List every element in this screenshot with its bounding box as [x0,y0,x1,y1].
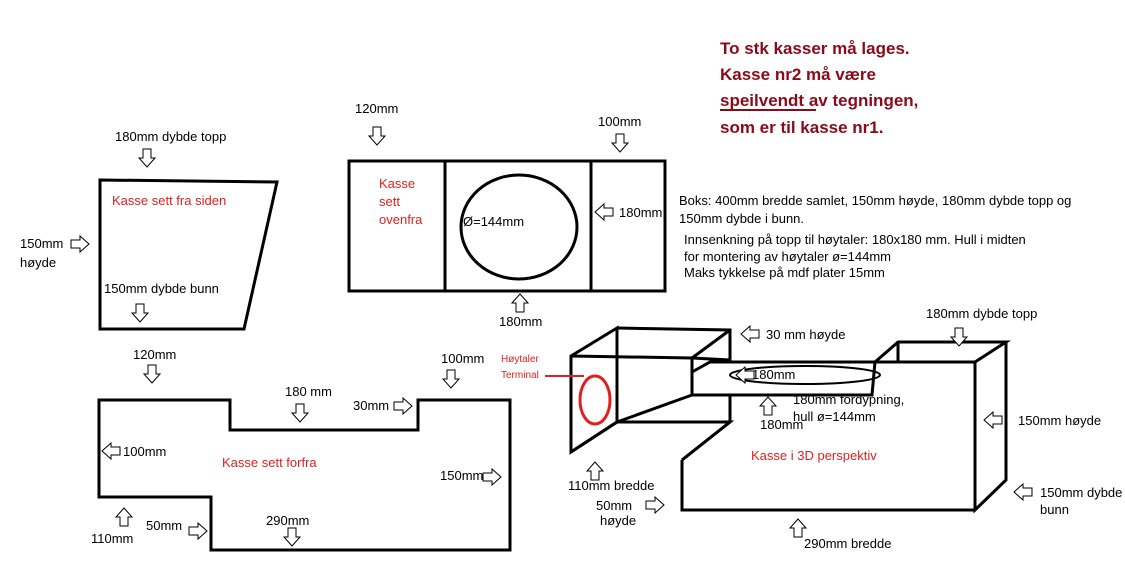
arrow-down-icon [442,369,460,389]
persp-left-top [616,326,732,372]
persp-right-side [973,342,1008,514]
hole-diameter-label: Ø=144mm [463,214,524,229]
persp-recess-label: 180mm [752,367,795,382]
top-view: Kasse sett ovenfra Ø=144mm 120mm 100mm 1… [347,101,667,329]
arrow-right-icon [393,397,413,415]
top-bottom-depth-label: 180mm [499,314,542,329]
persp-left-top-edge [570,354,693,360]
note-line-4: for montering av høytaler ø=144mm [684,249,891,264]
speaker-hole [459,173,579,281]
title-line-2: Kasse nr2 må være [720,65,876,84]
side-view: Kasse sett fra siden 180mm dybde topp 15… [20,129,279,331]
arrow-down-icon [283,527,301,547]
front-top-right-label: 100mm [441,351,484,366]
top-view-label-1: Kasse [379,176,415,191]
persp-recess-height-unit: høyde [809,327,845,342]
arrow-up-icon [511,293,529,313]
note-line-1: Boks: 400mm bredde samlet, 150mm høyde, … [679,193,1071,208]
persp-top-depth-label: 180mm dybde topp [926,306,1037,321]
front-bottom-width-label: 290mm [266,513,309,528]
top-side-depth-label: 180mm [619,205,662,220]
side-height-unit: høyde [20,255,56,270]
arrow-up-icon [115,507,133,527]
front-right-height-label: 150mm [440,468,483,483]
persp-recess-hole [729,365,881,385]
notes-block: Boks: 400mm bredde samlet, 150mm høyde, … [679,193,1071,280]
terminal-label-1: Høytaler [501,354,539,365]
arrow-right-icon [188,522,208,540]
speaker-terminal-icon [578,374,612,426]
perspective-view: Høytaler Terminal Kasse i 3D perspektiv … [501,306,1122,551]
persp-bottom-front [680,460,975,512]
arrow-left-icon [594,203,614,221]
persp-bottom-width-label: 290mm bredde [804,536,891,551]
arrow-down-icon [138,148,156,168]
side-height-label: 150mm [20,236,63,251]
front-view: Kasse sett forfra 120mm 180 mm 100mm 30m… [91,347,512,552]
arrow-down-icon [291,403,309,423]
arrow-left-icon [1013,483,1033,501]
persp-recess-depth-2: hull ø=144mm [793,409,876,424]
front-view-label: Kasse sett forfra [222,455,317,470]
arrow-up-icon [789,518,807,538]
top-right-width-label: 100mm [598,114,641,129]
persp-recess-depth-1: 180mm fordypning, [793,392,904,407]
side-view-outline [98,178,279,331]
top-view-outline [347,159,667,293]
persp-label: Kasse i 3D perspektiv [751,448,877,463]
title-line-3: speilvendt av tegningen, [720,91,918,110]
persp-left-width-label: 110mm bredde [568,478,654,493]
arrow-down-icon [368,126,386,146]
title-underlined-word: speilvendt [720,91,804,110]
arrow-up-icon [759,396,777,416]
arrow-left-icon [740,325,760,343]
top-view-label-2: sett [379,194,400,209]
persp-right-height-label: 150mm høyde [1018,413,1101,428]
persp-right-top [870,340,1012,364]
top-left-width-label: 120mm [355,101,398,116]
persp-recess-width-label: 180mm [760,417,803,432]
persp-inner-edge [616,372,694,424]
arrow-down-icon [131,303,149,323]
top-view-label-3: ovenfra [379,212,423,227]
persp-recess-height-value: 30 mm [766,327,806,342]
front-left-height-label: 100mm [123,444,166,459]
persp-left-top-diagonal [691,328,731,360]
arrow-left-icon [983,411,1003,429]
front-top-middle-label: 180 mm [285,384,332,399]
arrow-right-icon [482,468,502,486]
terminal-label-2: Terminal [501,370,539,381]
persp-recess-height-label: 30 mm høyde [766,327,846,342]
persp-bottom-depth-2: bunn [1040,502,1069,517]
title-line-1: To stk kasser må lages. [720,39,910,58]
title-line-3-rest: av tegningen, [804,91,918,110]
side-view-label: Kasse sett fra siden [112,193,226,208]
persp-step-label-2: høyde [600,513,636,528]
side-bottom-depth-label: 150mm dybde bunn [104,281,219,296]
title-block: To stk kasser må lages. Kasse nr2 må vær… [720,39,918,137]
persp-bottom-diagonal [681,420,731,462]
note-line-2: 150mm dybde i bunn. [679,211,804,226]
arrow-right-icon [70,235,90,253]
arrow-down-icon [611,133,629,153]
front-bottom-step-label: 50mm [146,518,182,533]
persp-bottom-depth-1: 150mm dybde [1040,485,1122,500]
front-step-label: 30mm [353,398,389,413]
title-line-4: som er til kasse nr1. [720,118,883,137]
front-view-outline [97,398,512,552]
arrow-down-icon [143,364,161,384]
arrow-left-icon [101,442,121,460]
side-top-depth-label: 180mm dybde topp [115,129,226,144]
persp-step-label-1: 50mm [596,498,632,513]
note-line-3: Innsenkning på topp til høytaler: 180x18… [684,232,1026,247]
arrow-right-icon [645,496,665,514]
note-line-5: Maks tykkelse på mdf plater 15mm [684,265,885,280]
front-bottom-left-label: 110mm [91,531,133,546]
front-top-left-label: 120mm [133,347,176,362]
